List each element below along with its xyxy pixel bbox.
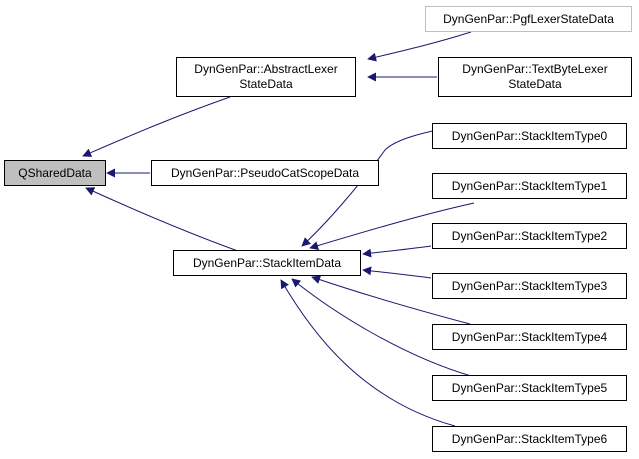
node-label: DynGenPar::StackItemType4 [451,329,608,344]
node-label: DynGenPar::StackItemType3 [451,278,608,293]
node-stack-item-type6[interactable]: DynGenPar::StackItemType6 [432,426,627,452]
node-stack-item-type1[interactable]: DynGenPar::StackItemType1 [432,173,627,199]
node-label: DynGenPar::StackItemType5 [451,380,608,395]
edge-type2-to-stackitemdata [362,245,432,258]
edge-type4-to-stackitemdata [311,275,471,325]
node-pgf-lexer-state-data[interactable]: DynGenPar::PgfLexerStateData [425,6,632,32]
node-label-line1: DynGenPar::TextByteLexer [462,62,608,76]
node-pseudo-cat-scope-data[interactable]: DynGenPar::PseudoCatScopeData [151,160,379,186]
node-label: DynGenPar::StackItemData [192,255,342,270]
node-label-line2: StateData [508,77,562,91]
node-label: DynGenPar::PseudoCatScopeData [170,165,360,180]
node-stack-item-data[interactable]: DynGenPar::StackItemData [173,250,361,276]
edge-abstract-lexer-to-root [82,96,231,157]
node-label-line2: StateData [239,77,293,91]
node-stack-item-type3[interactable]: DynGenPar::StackItemType3 [432,273,627,299]
node-label: DynGenPar::PgfLexerStateData [443,11,614,26]
node-abstract-lexer-state-data[interactable]: DynGenPar::AbstractLexer StateData [176,57,356,97]
node-label: DynGenPar::StackItemType1 [451,178,608,193]
edge-stackitemdata-to-root [85,187,239,252]
edge-type0-to-stackitemdata [301,123,471,247]
node-label: DynGenPar::StackItemType0 [451,128,608,143]
node-label-line1: DynGenPar::AbstractLexer [194,62,338,76]
node-label: DynGenPar::StackItemType6 [451,431,608,446]
node-stack-item-type5[interactable]: DynGenPar::StackItemType5 [432,375,627,401]
edge-type6-to-stackitemdata [280,279,456,427]
edge-type3-to-stackitemdata [362,266,432,279]
edge-type1-to-stackitemdata [309,202,475,250]
edge-type5-to-stackitemdata [291,278,472,377]
node-label: DynGenPar::StackItemType2 [451,228,608,243]
node-qshareddata: QSharedData [4,160,106,186]
node-stack-item-type0[interactable]: DynGenPar::StackItemType0 [432,123,627,149]
node-stack-item-type2[interactable]: DynGenPar::StackItemType2 [432,223,627,249]
edge-pgf-to-abstract-lexer [367,31,472,62]
node-label: QSharedData [18,165,92,180]
node-stack-item-type4[interactable]: DynGenPar::StackItemType4 [432,324,627,350]
node-text-byte-lexer-state-data[interactable]: DynGenPar::TextByteLexer StateData [438,57,632,97]
